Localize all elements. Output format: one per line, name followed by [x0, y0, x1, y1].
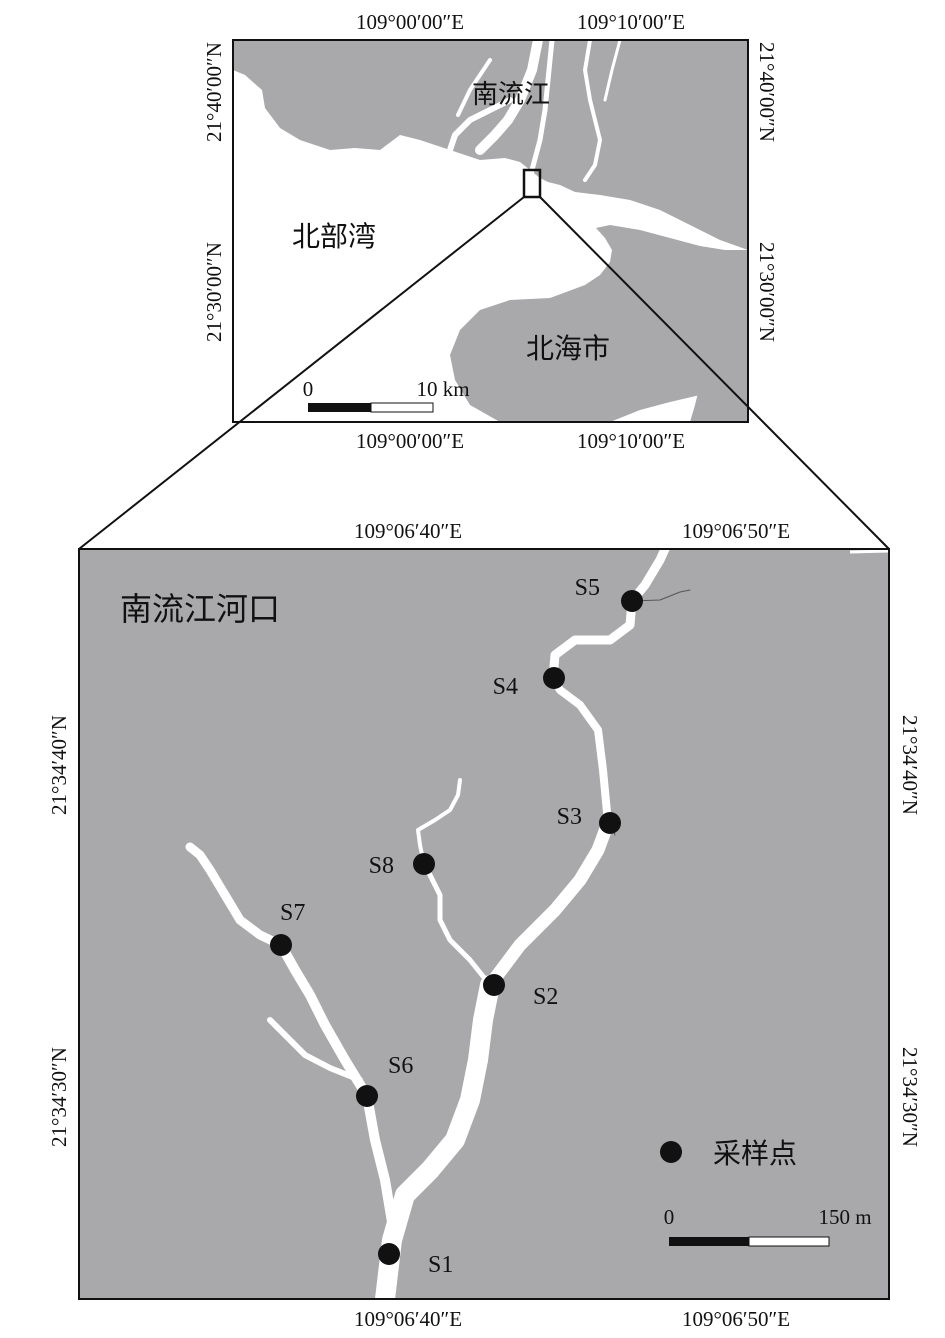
overview-scalebar: 0 10 km — [303, 377, 470, 413]
legend-sample-point-symbol — [660, 1141, 682, 1163]
detail-right-lat-1: 21°34′40″N — [898, 715, 922, 815]
sample-label-s1: S1 — [428, 1252, 453, 1278]
sample-label-s5: S5 — [575, 575, 600, 601]
sample-label-s6: S6 — [388, 1053, 413, 1079]
detail-coast-notch — [849, 549, 890, 554]
sample-point-s8 — [413, 853, 435, 875]
detail-map-frame — [78, 548, 890, 1300]
sample-label-s8: S8 — [369, 853, 394, 879]
overview-map: 南流江 北部湾 北海市 109°00′00″E 109°10′00″E 109°… — [202, 10, 779, 453]
overview-inset-box — [522, 168, 542, 199]
overview-bottom-lon-2: 109°10′00″E — [577, 429, 685, 453]
zoom-connector-left — [78, 196, 525, 550]
overview-left-lat-1: 21°40′00″N — [202, 42, 226, 142]
sample-point-s4 — [543, 667, 565, 689]
overview-land-east — [690, 385, 748, 422]
overview-label-river: 南流江 — [472, 80, 550, 110]
detail-bottom-lon-2: 109°06′50″E — [682, 1307, 790, 1331]
detail-top-lon-2: 109°06′50″E — [682, 519, 790, 543]
overview-top-lon-2: 109°10′00″E — [577, 10, 685, 34]
zoom-connector-right — [539, 196, 890, 550]
overview-label-city: 北海市 — [526, 332, 610, 365]
sample-point-s5 — [621, 590, 643, 612]
legend-sample-point-label: 采样点 — [713, 1137, 797, 1170]
detail-left-lat-1: 21°34′40″N — [47, 715, 71, 815]
overview-land-beihai — [450, 225, 748, 422]
detail-right-lat-2: 21°34′30″N — [898, 1047, 922, 1147]
detail-scalebar: 0 150 m — [664, 1205, 872, 1247]
detail-bottom-lon-1: 109°06′40″E — [354, 1307, 462, 1331]
detail-river-channels — [185, 549, 691, 1299]
overview-map-frame — [232, 39, 749, 423]
sample-label-s4: S4 — [493, 674, 518, 700]
sample-point-s2 — [483, 974, 505, 996]
overview-right-lat-1: 21°40′00″N — [755, 42, 779, 142]
detail-map-title: 南流江河口 — [120, 590, 280, 628]
overview-bottom-lon-1: 109°00′00″E — [356, 429, 464, 453]
detail-top-lon-1: 109°06′40″E — [354, 519, 462, 543]
overview-right-lat-2: 21°30′00″N — [755, 242, 779, 342]
detail-scalebar-start: 0 — [664, 1205, 675, 1229]
overview-river-channels — [447, 40, 622, 183]
overview-scalebar-end: 10 km — [416, 377, 469, 401]
sample-point-s7 — [270, 934, 292, 956]
sample-label-s3: S3 — [557, 804, 582, 830]
sample-point-s1 — [378, 1243, 400, 1265]
sample-point-s3 — [599, 812, 621, 834]
detail-left-lat-2: 21°34′30″N — [47, 1047, 71, 1147]
overview-top-lon-1: 109°00′00″E — [356, 10, 464, 34]
sample-label-s7: S7 — [280, 900, 305, 926]
overview-label-gulf: 北部湾 — [292, 220, 376, 253]
detail-scalebar-end: 150 m — [818, 1205, 871, 1229]
overview-left-lat-2: 21°30′00″N — [202, 242, 226, 342]
sample-label-s2: S2 — [533, 984, 558, 1010]
overview-scalebar-start: 0 — [303, 377, 314, 401]
detail-legend: 采样点 — [660, 1137, 797, 1170]
detail-map-land — [79, 549, 889, 1299]
sample-point-s6 — [356, 1085, 378, 1107]
